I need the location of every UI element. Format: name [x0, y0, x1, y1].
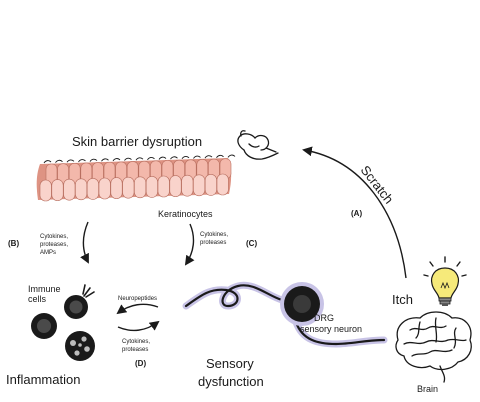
pathway-b-arrow: [80, 221, 89, 264]
skin-surface-mark: [193, 155, 201, 159]
pathway-d-label: (D): [135, 359, 146, 368]
pathway-b-text-3: AMPs: [40, 250, 56, 256]
skin-surface-mark: [227, 154, 236, 158]
keratinocyte-cell: [86, 178, 99, 200]
keratinocytes-label: Keratinocytes: [158, 209, 213, 219]
keratinocyte-layer: [36, 154, 236, 202]
pathway-c-label: (C): [246, 239, 257, 248]
neuropeptides-arrow: [116, 303, 159, 315]
skin-surface-mark: [66, 159, 75, 163]
skin-surface-mark: [181, 155, 190, 160]
pathway-c-arrow: [184, 223, 195, 266]
cytokines-to-neuron-arrow: [117, 320, 160, 332]
skin-surface-mark: [158, 156, 167, 160]
skin-surface-mark: [135, 157, 144, 161]
skin-surface-mark: [55, 159, 63, 163]
scratch-arrow: [302, 146, 407, 279]
sensory-dysfunction-label-line2: dysfunction: [198, 374, 264, 389]
skin-surface-mark: [216, 154, 224, 159]
sensory-dysfunction-label-line1: Sensory: [206, 356, 254, 371]
skin-surface-mark: [204, 155, 213, 159]
skin-surface-mark: [43, 160, 52, 164]
brain-icon: [395, 311, 472, 383]
drg-label-line2: sensory neuron: [300, 324, 362, 334]
skin-surface-mark: [170, 156, 178, 160]
neuropeptides-label: Neuropeptides: [118, 296, 157, 302]
keratinocyte-cell: [63, 178, 76, 201]
pathway-b-text-2: proteases,: [40, 242, 68, 248]
keratinocyte-cell: [134, 176, 147, 199]
pathway-d-text-2: proteases: [122, 347, 148, 353]
keratinocyte-cell: [39, 179, 52, 202]
brain-label: Brain: [417, 384, 438, 394]
skin-surface-mark: [101, 158, 109, 162]
pathway-c-text-1: Cytokines,: [200, 232, 228, 238]
keratinocyte-cell: [193, 174, 206, 197]
keratinocyte-cell: [110, 177, 123, 199]
keratinocyte-cell: [204, 174, 217, 196]
light-bulb-icon: [423, 256, 467, 306]
drg-label-line1: DRG: [314, 313, 334, 323]
keratinocyte-cell: [216, 173, 229, 196]
pathway-c-text-2: proteases: [200, 240, 226, 246]
pathway-b-text-1: Cytokines,: [40, 234, 68, 240]
skin-surface-mark: [112, 158, 121, 162]
keratinocyte-cell: [145, 176, 158, 198]
keratinocyte-cell: [51, 179, 64, 201]
skin-barrier-label: Skin barrier dysruption: [72, 134, 202, 149]
immune-cells-label-line2: cells: [28, 294, 47, 304]
itch-label: Itch: [392, 292, 413, 307]
inflammation-label: Inflammation: [6, 372, 80, 387]
skin-surface-mark: [78, 159, 86, 163]
keratinocyte-cell: [169, 175, 182, 197]
keratinocyte-cell: [122, 176, 135, 199]
keratinocyte-cell: [98, 177, 111, 200]
scratch-label: Scratch: [358, 163, 397, 207]
pathway-d-text-1: Cytokines,: [122, 339, 150, 345]
pathway-b-label: (B): [8, 239, 19, 248]
skin-surface-mark: [147, 157, 155, 161]
immune-cells-icon: [31, 284, 95, 361]
keratinocyte-cell: [157, 175, 170, 198]
pathway-a-label: (A): [351, 209, 362, 218]
scratching-hand-icon: [237, 130, 279, 160]
keratinocyte-cell: [181, 174, 194, 197]
skin-surface-mark: [124, 157, 132, 161]
immune-cells-label-line1: Immune: [28, 284, 61, 294]
skin-surface-mark: [89, 158, 98, 162]
drg-sensory-neuron-icon: [182, 281, 388, 348]
keratinocyte-cell: [75, 178, 88, 201]
